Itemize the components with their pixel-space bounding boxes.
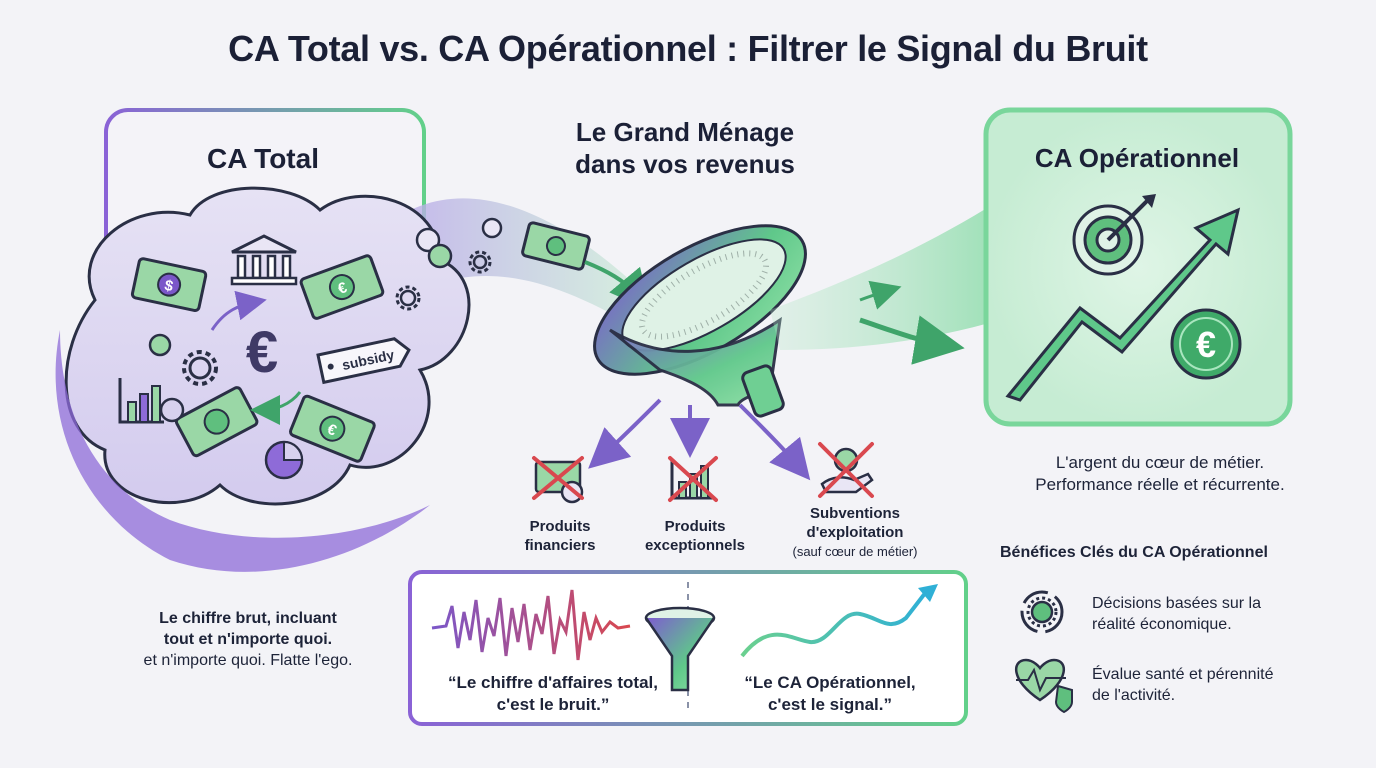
subsidy-tag: subsidy <box>316 337 411 385</box>
banknote-icon <box>174 386 259 458</box>
ca-total-description: Le chiffre brut, incluant tout et n'impo… <box>88 608 408 671</box>
money-crossed-icon <box>532 456 584 504</box>
center-title-line2: dans vos revenus <box>575 149 795 179</box>
flow-arrow-out <box>859 315 965 365</box>
signal-arrowhead <box>918 584 938 602</box>
right-desc-line1: L'argent du cœur de métier. <box>1055 453 1265 472</box>
quote-noise-line2: c'est le bruit.” <box>496 695 610 714</box>
category-financial-line1: Produits <box>529 518 591 535</box>
euro-coin-icon: € <box>1170 308 1242 380</box>
cycle-arrow-icon <box>250 391 302 425</box>
benefit-2-line1: Évalue santé et pérennité <box>1092 666 1274 683</box>
cycle-arrow-icon <box>210 290 267 331</box>
ca-operationnel-title: CA Opérationnel <box>1034 143 1240 173</box>
gear-icon <box>395 285 421 311</box>
left-desc-line2: tout et n'importe quoi. <box>163 631 333 648</box>
category-subsidies-line2: d'exploitation <box>806 524 904 541</box>
left-desc-line3: et n'importe quoi. Flatte l'ego. <box>143 652 353 669</box>
ca-total-title: CA Total <box>207 143 319 174</box>
left-desc-line1: Le chiffre brut, incluant <box>159 610 337 627</box>
category-financial-line2: financiers <box>524 537 596 554</box>
heart-shield-icon <box>1014 658 1073 714</box>
quote-box <box>408 570 968 726</box>
center-title-line1: Le Grand Ménage <box>575 117 795 147</box>
target-icon <box>1072 194 1156 276</box>
svg-text:€: € <box>1196 324 1216 365</box>
euro-symbol-icon: € <box>246 320 278 385</box>
benefit-1-line2: réalité économique. <box>1092 616 1232 633</box>
flow-arrow-financial <box>588 398 662 469</box>
category-exceptional: Produits exceptionnels <box>630 517 760 555</box>
gear-icon <box>468 250 492 274</box>
category-exceptional-line1: Produits <box>664 518 726 535</box>
category-subsidies-line1: Subventions <box>809 505 900 522</box>
bar-chart-icon <box>118 378 164 424</box>
signal-curve <box>740 590 928 658</box>
growth-arrow-icon <box>1005 207 1241 402</box>
ca-operationnel-description: L'argent du cœur de métier. Performance … <box>980 452 1340 496</box>
ca-total-panel: $ € € € subsidy <box>55 108 640 572</box>
flow-arrow-subsidies <box>738 403 811 481</box>
bank-icon <box>230 234 298 286</box>
benefits-title: Bénéfices Clés du CA Opérationnel <box>1000 544 1268 561</box>
category-financial: Produits financiers <box>505 517 615 555</box>
banknote-icon: $ <box>130 257 208 313</box>
quote-signal: “Le CA Opérationnel, c'est le signal.” <box>700 672 960 716</box>
center-title: Le Grand Ménage dans vos revenus <box>520 116 850 180</box>
benefit-item-1: Décisions basées sur la réalité économiq… <box>1092 593 1261 635</box>
gear-cycle-icon <box>1020 590 1064 634</box>
chart-crossed-icon <box>668 456 718 502</box>
cloud-swoosh <box>55 330 431 572</box>
noise-wave <box>431 589 631 661</box>
gear-icon <box>182 350 218 386</box>
quote-noise: “Le chiffre d'affaires total, c'est le b… <box>418 672 688 716</box>
money-stream <box>380 198 640 330</box>
benefit-2-line2: de l'activité. <box>1092 687 1176 704</box>
coin-icon <box>148 217 503 423</box>
quote-signal-line2: c'est le signal.” <box>767 695 893 714</box>
hand-coin-crossed-icon <box>818 442 874 498</box>
quote-noise-line1: “Le chiffre d'affaires total, <box>448 673 658 692</box>
page-title: CA Total vs. CA Opérationnel : Filtrer l… <box>228 28 1148 69</box>
funnel-icon <box>593 224 807 418</box>
category-exceptional-line2: exceptionnels <box>644 537 746 554</box>
category-subsidies-note: (sauf cœur de métier) <box>792 544 918 559</box>
benefit-1-line1: Décisions basées sur la <box>1092 595 1261 612</box>
flow-arrow-out-small <box>859 280 902 310</box>
ca-operationnel-panel: € <box>983 107 1293 427</box>
category-subsidies: Subventions d'exploitation (sauf cœur de… <box>770 504 940 561</box>
quote-signal-line1: “Le CA Opérationnel, <box>744 673 916 692</box>
pie-chart-icon <box>264 440 304 480</box>
right-desc-line2: Performance réelle et récurrente. <box>1035 475 1285 494</box>
benefit-item-2: Évalue santé et pérennité de l'activité. <box>1092 664 1273 706</box>
banknote-icon: € <box>299 254 385 320</box>
banknote-icon: € <box>288 394 376 463</box>
signal-stream <box>770 200 1000 350</box>
banknote-icon <box>521 221 591 271</box>
small-funnel-icon <box>644 606 716 692</box>
